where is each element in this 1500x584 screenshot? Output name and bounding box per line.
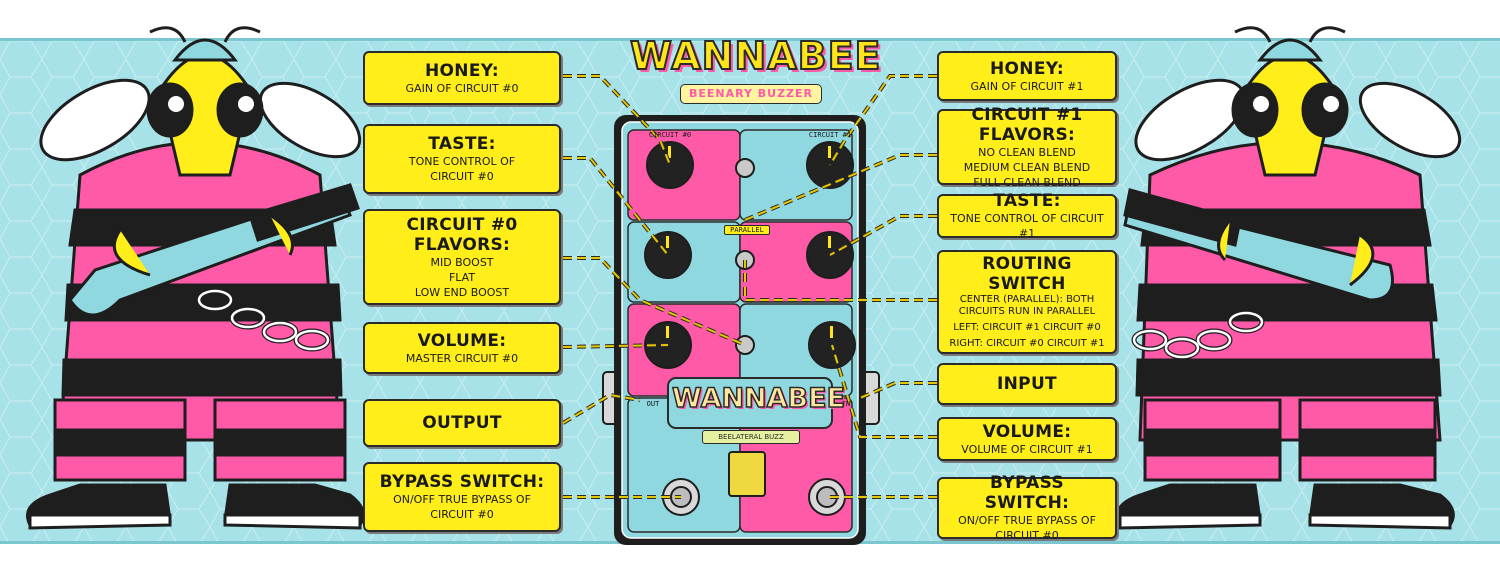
callout-taste-circuit1: TASTE: TONE CONTROL OF CIRCUIT #1 <box>937 191 1117 240</box>
callout-honey-circuit0: HONEY: GAIN OF CIRCUIT #0 <box>363 51 561 105</box>
callout-title: HONEY: <box>990 58 1064 79</box>
pedal-label-in: IN <box>841 400 851 408</box>
callout-title: TASTE: <box>428 134 496 154</box>
pedal-label-circuit0: CIRCUIT #0 <box>648 131 692 139</box>
pedal-label-circuit1: CIRCUIT #1 <box>808 131 852 139</box>
callout-honey-circuit1: HONEY: GAIN OF CIRCUIT #1 <box>937 51 1117 101</box>
callout-volume-circuit0: VOLUME: MASTER CIRCUIT #0 <box>363 322 561 374</box>
callout-title: VOLUME: <box>417 330 507 351</box>
pedal-logo: WANNABEE <box>671 382 846 415</box>
title-subtitle: BEENARY BUZZER <box>680 84 822 104</box>
pedal-label-parallel: PARALLEL <box>724 225 770 235</box>
callout-line: LEFT: CIRCUIT #1 CIRCUIT #0 <box>953 322 1101 333</box>
callout-line: ON/OFF TRUE BYPASS OF <box>393 493 531 506</box>
callout-line: MEDIUM CLEAN BLEND <box>963 160 1091 174</box>
callout-line: VOLUME OF CIRCUIT #1 <box>961 442 1093 456</box>
callout-line: NO CLEAN BLEND <box>978 145 1076 159</box>
callout-line: CIRCUIT #0 <box>430 508 494 521</box>
callout-line: FULL CLEAN BLEND <box>973 175 1081 189</box>
callout-title: ROUTING SWITCH <box>982 254 1072 294</box>
callout-line: TONE CONTROL OF CIRCUIT #1 <box>950 212 1104 240</box>
callout-circuit0-flavors: CIRCUIT #0 FLAVORS: MID BOOST FLAT LOW E… <box>363 209 561 305</box>
callout-line: MASTER CIRCUIT #0 <box>405 351 519 365</box>
callout-line: FLAT <box>448 270 476 284</box>
callout-taste-circuit0: TASTE: TONE CONTROL OF CIRCUIT #0 <box>363 124 561 194</box>
callout-title: CIRCUIT #0 FLAVORS: <box>406 214 518 255</box>
callout-line: ON/OFF TRUE BYPASS OF <box>958 514 1096 527</box>
callout-line: CIRCUIT #0 <box>430 170 494 183</box>
callout-line: RIGHT: CIRCUIT #0 CIRCUIT #1 <box>949 338 1105 349</box>
callout-line: CENTER (PARALLEL): BOTH <box>959 294 1095 305</box>
callout-circuit1-flavors: CIRCUIT #1 FLAVORS: NO CLEAN BLEND MEDIU… <box>937 105 1117 189</box>
callout-title: TASTE: <box>993 191 1061 211</box>
callout-title: CIRCUIT #1 FLAVORS: <box>971 104 1083 145</box>
callout-routing-switch: ROUTING SWITCH CENTER (PARALLEL): BOTH C… <box>937 250 1117 354</box>
callout-bypass-right: BYPASS SWITCH: ON/OFF TRUE BYPASS OF CIR… <box>937 473 1117 542</box>
callout-line: TONE CONTROL OF <box>408 155 516 168</box>
callout-title: VOLUME: <box>982 421 1072 442</box>
title-logo: WANNABEE <box>629 33 882 79</box>
callout-line: CIRCUIT #0 <box>995 529 1059 542</box>
callout-title: BYPASS SWITCH: <box>984 473 1070 513</box>
callout-title: BYPASS SWITCH: <box>379 472 545 492</box>
callout-line: GAIN OF CIRCUIT #0 <box>405 81 519 95</box>
pedal-subtitle: BEELATERAL BUZZ <box>702 430 800 444</box>
callout-line: CIRCUITS RUN IN PARALLEL <box>958 306 1096 317</box>
callout-volume-circuit1: VOLUME: VOLUME OF CIRCUIT #1 <box>937 417 1117 461</box>
pedal-label-out: OUT <box>646 400 660 408</box>
callout-title: HONEY: <box>425 60 499 81</box>
callout-title: INPUT <box>997 374 1057 394</box>
callout-title: OUTPUT <box>422 413 502 433</box>
callout-line: MID BOOST <box>430 255 494 269</box>
callout-line: LOW END BOOST <box>414 285 510 299</box>
callout-input: INPUT <box>937 363 1117 405</box>
callout-line: GAIN OF CIRCUIT #1 <box>970 79 1084 93</box>
callout-output: OUTPUT <box>363 399 561 447</box>
callout-bypass-left: BYPASS SWITCH: ON/OFF TRUE BYPASS OF CIR… <box>363 462 561 532</box>
